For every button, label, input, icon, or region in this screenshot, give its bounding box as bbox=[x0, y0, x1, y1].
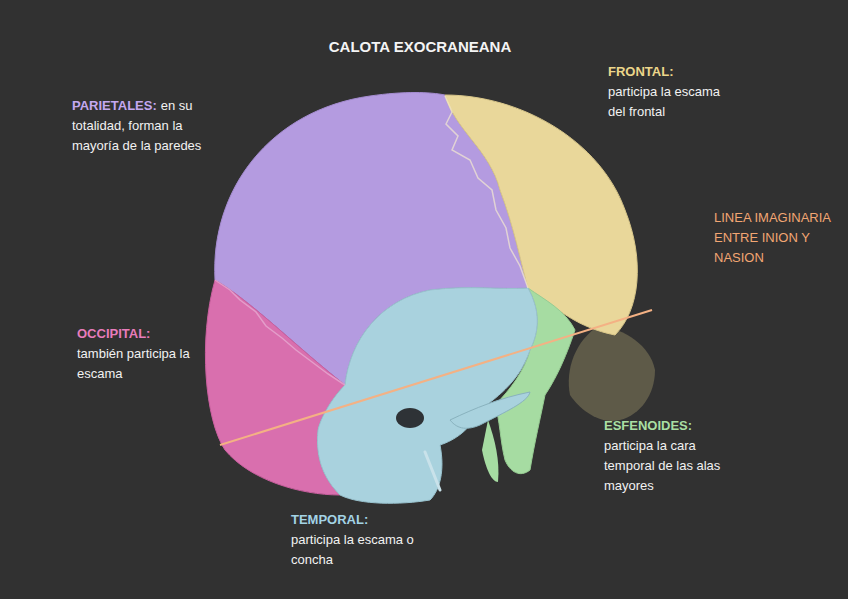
ear-canal bbox=[396, 408, 424, 428]
pterygoid-process bbox=[482, 420, 498, 482]
description-text: participa la escama o concha bbox=[291, 530, 427, 570]
temporal-bone bbox=[317, 288, 537, 504]
label-group: PARIETALES:en su totalidad, forman la ma… bbox=[72, 96, 212, 156]
label-group: OCCIPITAL:también participa la escama bbox=[77, 324, 202, 384]
zygomatic-process bbox=[450, 392, 530, 428]
inion-nasion-line bbox=[220, 310, 652, 445]
lambdoid-suture bbox=[215, 280, 345, 385]
label-group: TEMPORAL:participa la escama o concha bbox=[291, 510, 427, 570]
bone-name: FRONTAL: bbox=[608, 62, 738, 82]
label-group: ESFENOIDES:participa la cara temporal de… bbox=[604, 416, 740, 497]
label-group: LINEA IMAGINARIA ENTRE INION Y NASION bbox=[714, 208, 840, 268]
bone-name: OCCIPITAL: bbox=[77, 324, 202, 344]
bone-name: ESFENOIDES: bbox=[604, 416, 740, 436]
description-text: participa la cara temporal de las alas m… bbox=[604, 436, 740, 496]
bone-name: TEMPORAL: bbox=[291, 510, 427, 530]
coronal-suture bbox=[445, 96, 528, 288]
description-text: participa la escama del frontal bbox=[608, 82, 738, 122]
facial-bones bbox=[569, 325, 655, 421]
description-text: también participa la escama bbox=[77, 344, 202, 384]
styloid-process bbox=[425, 452, 440, 490]
label-group: FRONTAL:participa la escama del frontal bbox=[608, 62, 738, 122]
diagram-title: CALOTA EXOCRANEANA bbox=[329, 38, 512, 55]
description-text: LINEA IMAGINARIA ENTRE INION Y NASION bbox=[714, 208, 840, 268]
bone-name: PARIETALES: bbox=[72, 98, 157, 113]
